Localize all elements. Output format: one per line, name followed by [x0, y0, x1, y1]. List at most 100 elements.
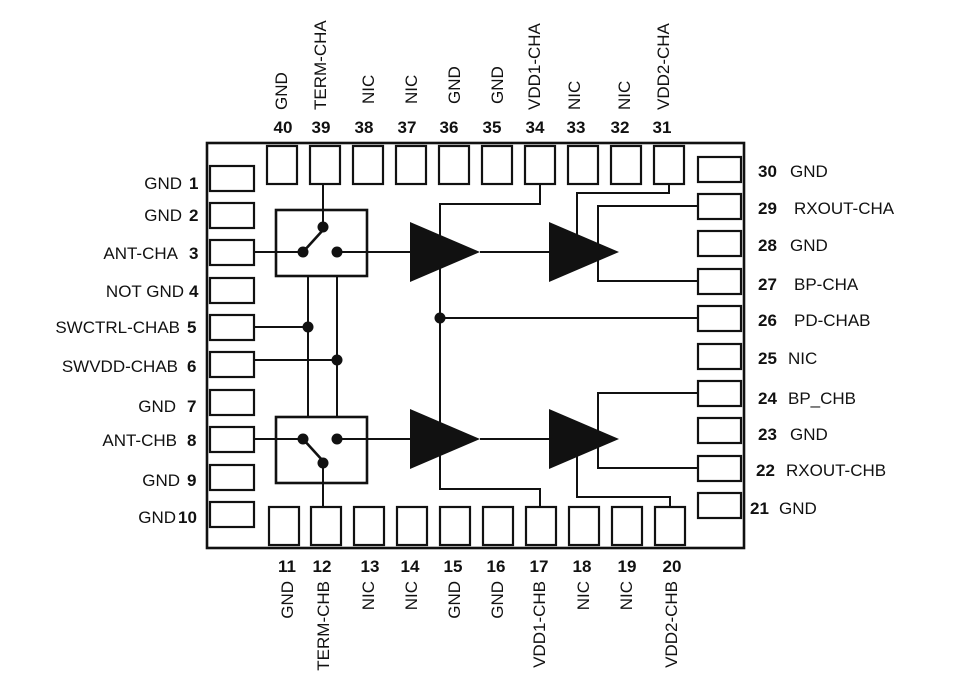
pin-32-name: NIC [615, 81, 634, 110]
pin-33-name: NIC [565, 81, 584, 110]
pin-5-number: 5 [187, 318, 196, 337]
lna2-chb-triangle [549, 409, 619, 469]
pin-17-name: VDD1-CHB [530, 581, 549, 668]
pin-13-number: 13 [361, 557, 380, 576]
bottom-labels: 11 GND 12 TERM-CHB 13 NIC 14 NIC 15 GND … [278, 557, 681, 671]
pin-10-number: 10 [178, 508, 197, 527]
pin-9-name: GND [142, 471, 180, 490]
pin-4-number: 4 [189, 282, 199, 301]
bottom-pads [267, 505, 687, 547]
pad-23 [696, 416, 743, 445]
pin-40-name: GND [272, 72, 291, 110]
pin-2-name: GND [144, 206, 182, 225]
pin-30-number: 30 [758, 162, 777, 181]
pin-19-number: 19 [618, 557, 637, 576]
pin-30-name: GND [790, 162, 828, 181]
pin-23-name: GND [790, 425, 828, 444]
pin-26-name: PD-CHAB [794, 311, 871, 330]
pin-27-number: 27 [758, 275, 777, 294]
pad-16 [481, 505, 515, 547]
pin-10-name: GND [138, 508, 176, 527]
pad-6 [208, 350, 256, 379]
pin-14-number: 14 [401, 557, 420, 576]
pin-15-name: GND [445, 581, 464, 619]
pad-2 [208, 201, 256, 230]
pin-11-number: 11 [278, 557, 296, 576]
pin-21-name: GND [779, 499, 817, 518]
lna2-cha-triangle [549, 222, 619, 282]
pin-37-name: NIC [402, 75, 421, 104]
pin-7-number: 7 [187, 397, 196, 416]
right-labels: 30 GND 29 RXOUT-CHA 28 GND 27 BP-CHA 26 … [750, 162, 895, 518]
pin-1-name: GND [144, 174, 182, 193]
pin-34-number: 34 [526, 118, 545, 137]
pin-36-number: 36 [440, 118, 459, 137]
pad-1 [208, 164, 256, 193]
pin-37-number: 37 [398, 118, 417, 137]
pad-24 [696, 379, 743, 408]
pad-13 [352, 505, 386, 547]
left-pads [208, 164, 256, 529]
pin-13-name: NIC [359, 581, 378, 610]
pin-7-name: GND [138, 397, 176, 416]
pin-25-name: NIC [788, 349, 817, 368]
pin-20-name: VDD2-CHB [662, 581, 681, 668]
pin-17-number: 17 [530, 557, 549, 576]
pad-22 [696, 454, 743, 483]
pin-1-number: 1 [189, 174, 198, 193]
pad-14 [395, 505, 429, 547]
pin-35-name: GND [488, 66, 507, 104]
pad-28 [696, 229, 743, 258]
pin-16-number: 16 [487, 557, 506, 576]
pad-5 [208, 313, 256, 342]
pad-37 [394, 144, 428, 186]
right-pads [696, 155, 743, 520]
pin-25-number: 25 [758, 349, 777, 368]
pin-22-number: 22 [756, 461, 775, 480]
pad-15 [438, 505, 472, 547]
pin-16-name: GND [488, 581, 507, 619]
pad-38 [351, 144, 385, 186]
top-labels: 40 GND 39 TERM-CHA 38 NIC 37 NIC 36 GND … [272, 20, 673, 137]
pin-18-number: 18 [573, 557, 592, 576]
pad-32 [609, 144, 643, 186]
pin-26-number: 26 [758, 311, 777, 330]
pad-8 [208, 425, 256, 454]
pin-22-name: RXOUT-CHB [786, 461, 886, 480]
pin-3-number: 3 [189, 244, 198, 263]
pin-14-name: NIC [402, 581, 421, 610]
pad-9 [208, 463, 256, 492]
pin-6-name: SWVDD-CHAB [62, 357, 178, 376]
pad-40 [265, 144, 299, 186]
pad-33 [566, 144, 600, 186]
pad-26 [696, 304, 743, 333]
pad-29 [696, 192, 743, 221]
pin-11-name: GND [278, 581, 297, 619]
pin-28-number: 28 [758, 236, 777, 255]
pin-18-name: NIC [574, 581, 593, 610]
pad-27 [696, 267, 743, 296]
pad-35 [480, 144, 514, 186]
pin-24-name: BP_CHB [788, 389, 856, 408]
pin-38-number: 38 [355, 118, 374, 137]
switch-b-box [274, 415, 369, 485]
top-pads [265, 144, 686, 186]
pin-4-name: NOT GND [106, 282, 184, 301]
pin-24-number: 24 [758, 389, 777, 408]
pin-12-number: 12 [313, 557, 332, 576]
pin-6-number: 6 [187, 357, 196, 376]
pin-8-name: ANT-CHB [102, 431, 177, 450]
pin-36-name: GND [445, 66, 464, 104]
pad-3 [208, 238, 256, 267]
pin-21-number: 21 [750, 499, 769, 518]
pin-8-number: 8 [187, 431, 196, 450]
pin-5-name: SWCTRL-CHAB [55, 318, 180, 337]
pin-12-name: TERM-CHB [314, 581, 333, 671]
pin-19-name: NIC [617, 581, 636, 610]
pin-27-name: BP-CHA [794, 275, 859, 294]
pad-11 [267, 505, 301, 547]
lna1-chb-triangle [410, 409, 480, 469]
pin-2-number: 2 [189, 206, 198, 225]
lna1-cha-triangle [410, 222, 480, 282]
